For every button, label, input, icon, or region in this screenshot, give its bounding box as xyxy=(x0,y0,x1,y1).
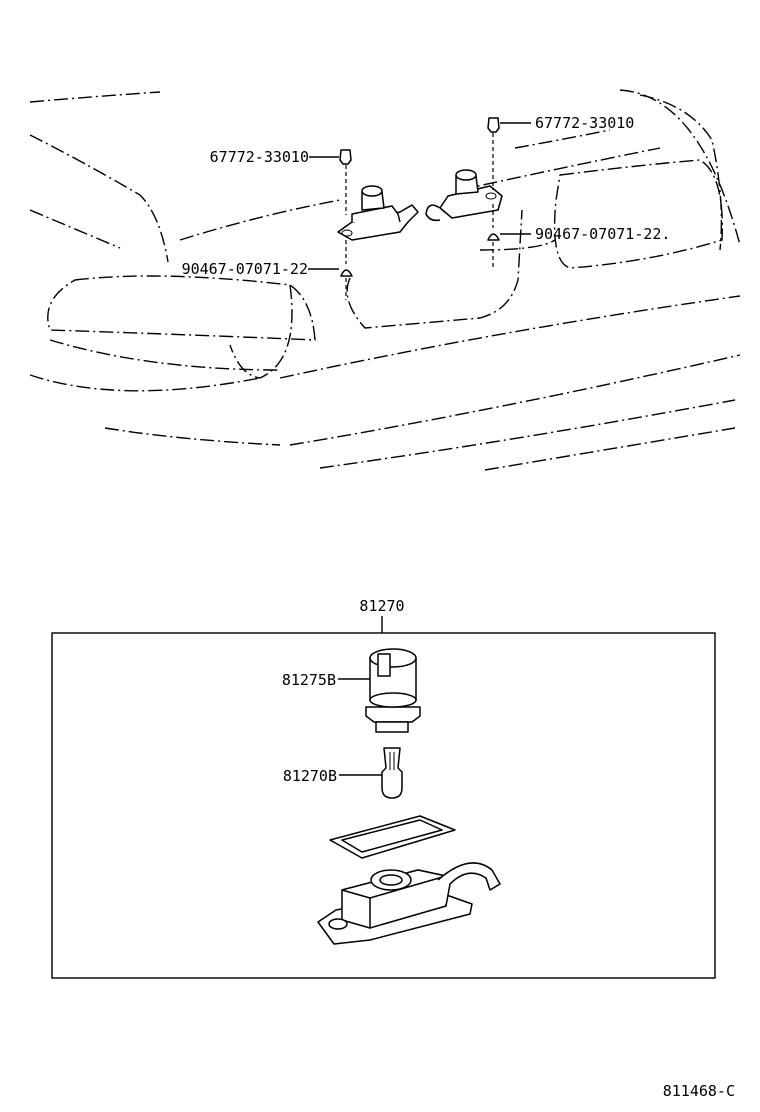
assembly-number: 81270 xyxy=(359,597,404,615)
right-lamp-installed xyxy=(425,169,503,222)
nut-left-part-number: 90467-07071-22 xyxy=(182,260,308,278)
clip-left-part-number: 67772-33010 xyxy=(210,148,309,166)
clip-left-icon xyxy=(339,149,352,215)
socket-part-number: 81275B xyxy=(282,671,336,689)
nut-right-part-number: 90467-07071-22. xyxy=(535,225,670,243)
clip-right-icon xyxy=(487,117,500,190)
assembly-box xyxy=(51,632,716,979)
nut-left-icon xyxy=(340,240,353,300)
vehicle-rear-outline xyxy=(29,89,741,471)
left-lamp-installed xyxy=(337,185,419,241)
bulb-icon xyxy=(381,747,403,799)
nut-right-icon xyxy=(487,204,500,268)
illustration-id: 811468-C xyxy=(663,1082,735,1100)
bulb-part-number: 81270B xyxy=(283,767,337,785)
gasket-icon xyxy=(329,815,456,859)
lamp-housing-icon xyxy=(317,862,501,945)
clip-right-part-number: 67772-33010 xyxy=(535,114,634,132)
socket-icon xyxy=(365,648,421,733)
